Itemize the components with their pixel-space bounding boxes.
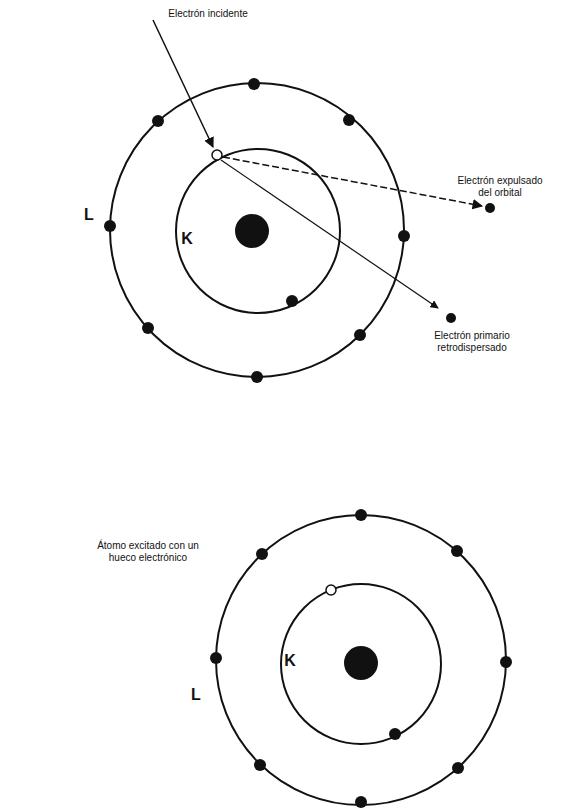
ejected-electron <box>485 203 495 213</box>
backscatter-arrow <box>221 160 438 308</box>
shell-letter: L <box>190 686 202 704</box>
k-shell <box>281 584 441 744</box>
k-electron <box>286 295 298 307</box>
k-shell <box>176 149 340 313</box>
l-shell <box>110 83 404 377</box>
shell-letter: L <box>83 206 95 224</box>
shell-letter: K <box>283 652 297 670</box>
ionizing-atom <box>104 20 495 383</box>
incident-arrow <box>153 20 213 147</box>
arrow-caption: Electrón expulsado del orbital <box>450 175 550 199</box>
atom-caption: Átomo excitado con un hueco electrónico <box>84 540 212 564</box>
backscattered-electron <box>446 313 456 323</box>
l-electrons <box>210 509 512 808</box>
arrow-caption: Electrón incidente <box>168 8 248 20</box>
nucleus <box>235 214 269 248</box>
electron-hole <box>326 585 336 595</box>
ejected-arrow <box>223 157 482 206</box>
l-electrons <box>104 78 410 383</box>
l-shell <box>216 515 506 805</box>
excited-atom <box>210 509 512 808</box>
nucleus <box>344 646 378 680</box>
arrow-caption: Electrón primario retrodispersado <box>424 330 520 354</box>
shell-letter: K <box>180 230 194 248</box>
k-electron <box>389 728 401 740</box>
electron-hole <box>212 150 222 160</box>
